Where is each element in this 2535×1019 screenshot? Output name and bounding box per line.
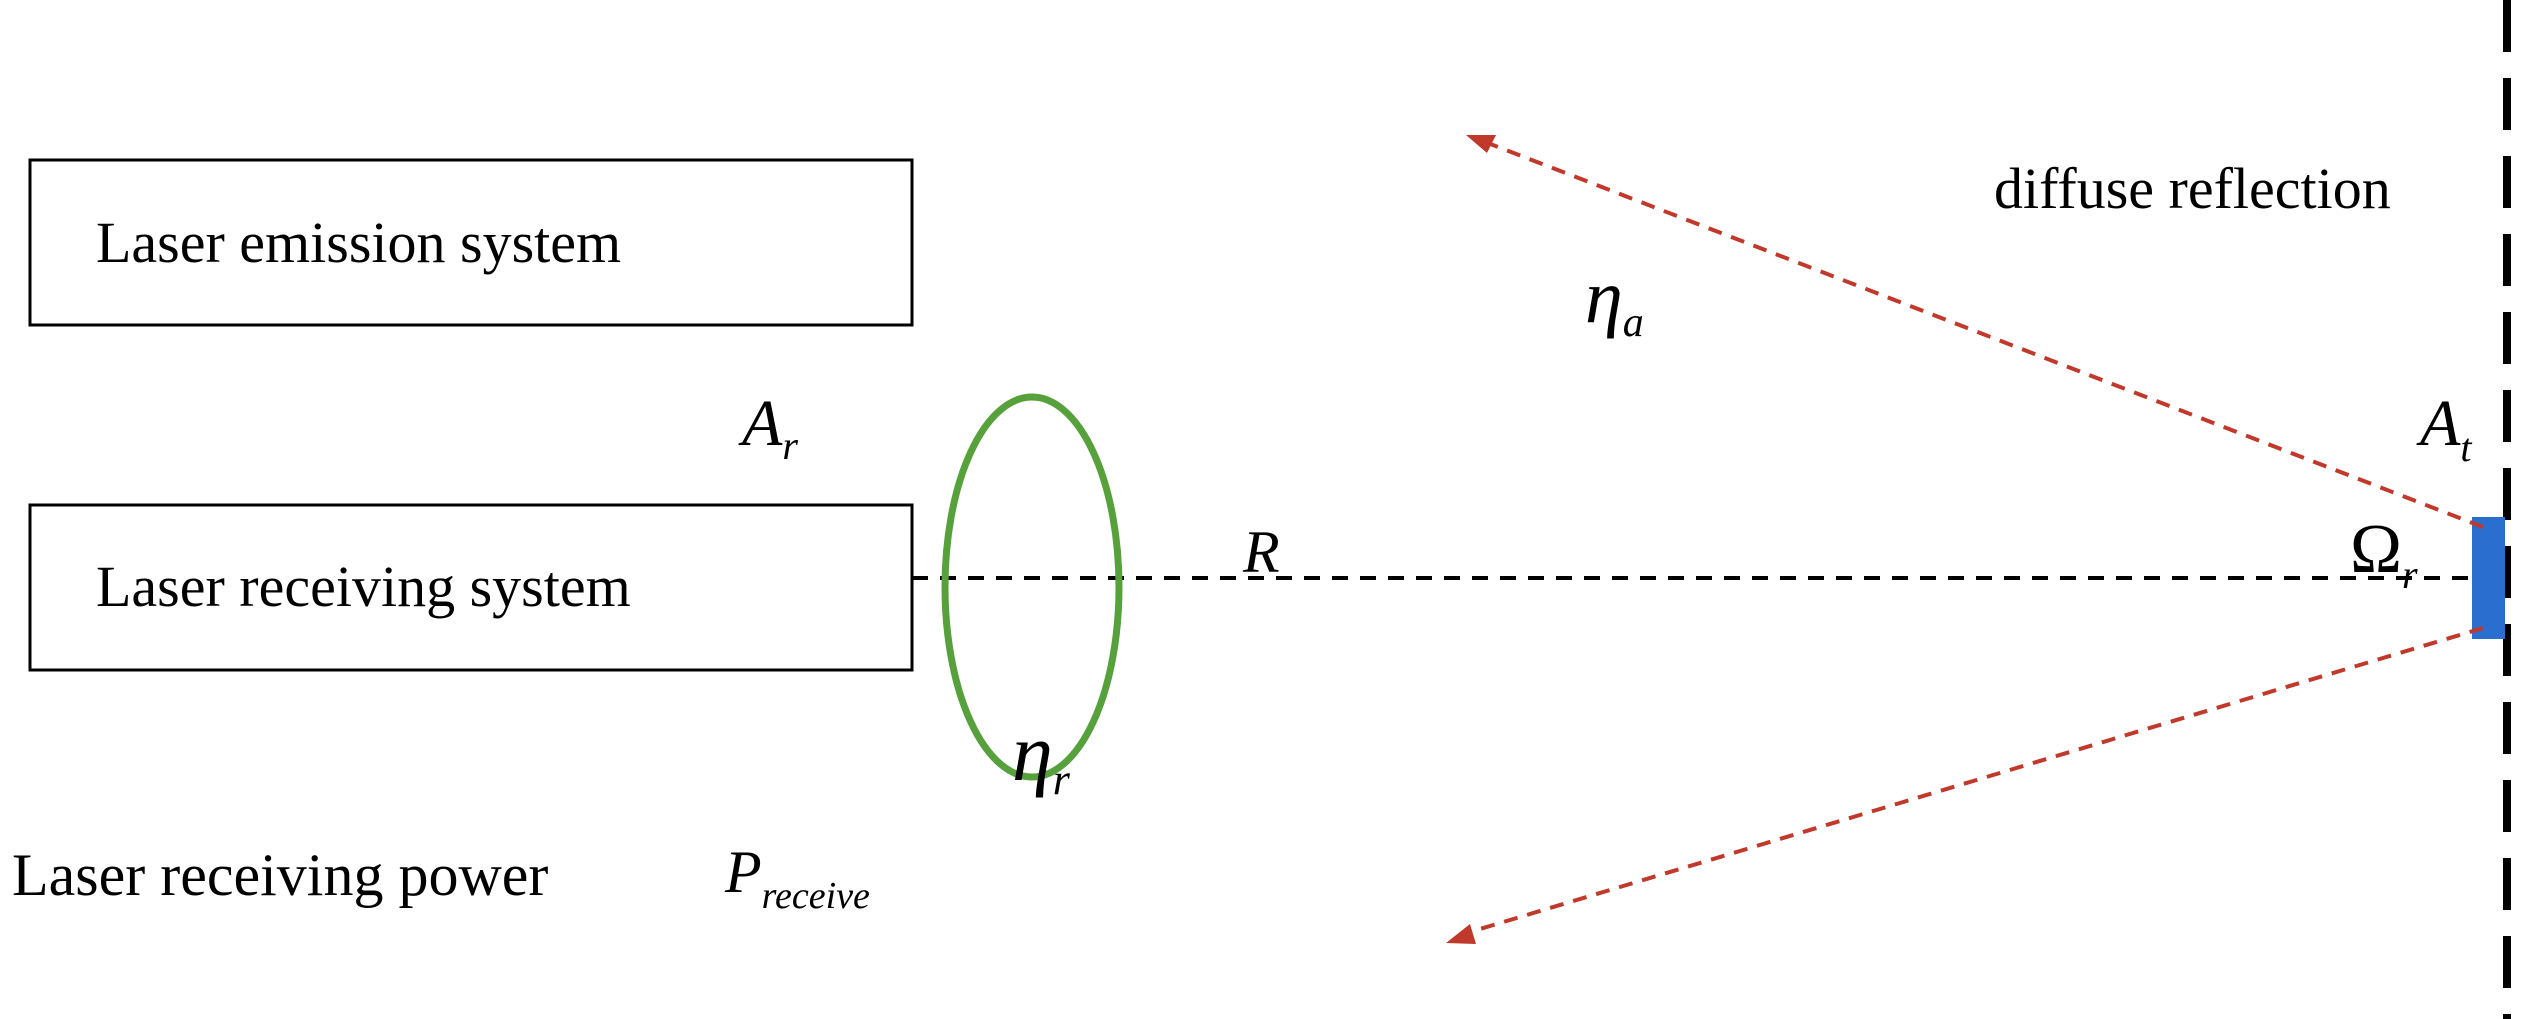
receiving-lens <box>941 393 1123 781</box>
solid-angle-symbol: Ωr <box>2350 511 2418 597</box>
ray-upper-arrowhead <box>1466 135 1496 153</box>
receiving-power-label: Laser receiving power <box>12 842 548 908</box>
target-patch <box>2472 517 2505 639</box>
ray-lower <box>1459 626 2484 937</box>
receiver-area-symbol: Ar <box>738 387 798 468</box>
emission-system-label: Laser emission system <box>96 210 621 275</box>
atmos-efficiency-symbol: ηa <box>1585 255 1644 346</box>
receiving-system-box <box>28 503 914 672</box>
range-label: R <box>1242 519 1280 585</box>
ray-lower-arrowhead <box>1446 924 1476 944</box>
receiving-power-symbol: Preceive <box>724 839 870 917</box>
target-area-symbol: At <box>2416 387 2472 470</box>
receiving-system-label: Laser receiving system <box>96 554 631 619</box>
ray-upper <box>1479 138 2484 529</box>
emission-system-box <box>28 158 914 327</box>
diffuse-reflection-label: diffuse reflection <box>1994 156 2391 221</box>
recv-efficiency-symbol: ηr <box>1012 707 1071 804</box>
